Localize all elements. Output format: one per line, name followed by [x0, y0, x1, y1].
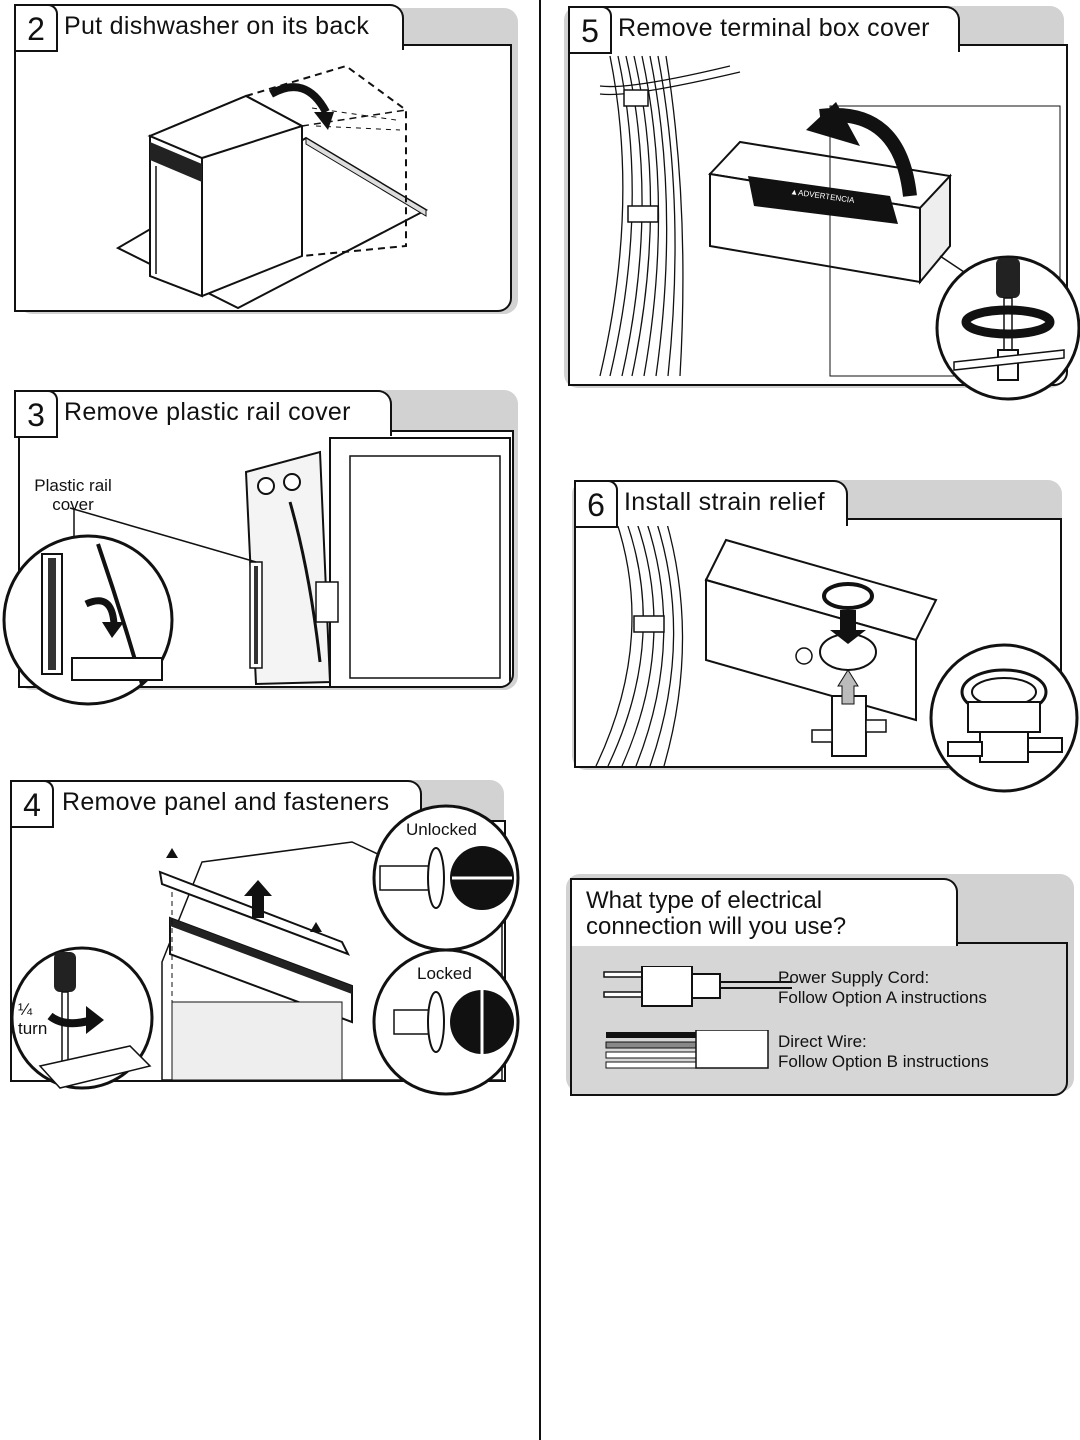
question-header: What type of electrical connection will … [570, 878, 958, 946]
screw-detail-circle [935, 255, 1080, 401]
locked-fastener-circle [372, 948, 520, 1096]
step-3: 3 Remove plastic rail cover Plastic rail… [0, 386, 540, 706]
step-6: 6 Install strain relief [540, 476, 1080, 796]
connection-question: What type of electrical connection will … [560, 870, 1080, 1110]
step-number: 2 [14, 4, 58, 52]
step-title: Remove terminal box cover [618, 14, 930, 42]
strain-relief-illustration [595, 520, 938, 766]
step-number: 5 [568, 6, 612, 54]
option-b-text: Direct Wire: Follow Option B instruction… [778, 1032, 989, 1072]
rail-cover-illustration [69, 437, 511, 686]
locked-label: Locked [417, 964, 472, 983]
option-b-line1: Direct Wire: [778, 1032, 867, 1051]
step-title: Remove panel and fasteners [62, 788, 390, 816]
unlocked-label: Unlocked [406, 820, 477, 839]
step-number: 4 [10, 780, 54, 828]
step-title: Remove plastic rail cover [64, 398, 351, 426]
rail-cover-detail-circle [2, 534, 174, 706]
option-a-line1: Power Supply Cord: [778, 968, 930, 987]
strain-relief-detail-circle [929, 643, 1079, 793]
terminal-box-illustration: ▲ADVERTENCIA ▲AVERTISSEMENT [599, 55, 1061, 377]
screwdriver-detail-circle [10, 946, 154, 1090]
step-4-header: 4 Remove panel and fasteners [10, 780, 422, 828]
step-number: 3 [14, 390, 58, 438]
step-4: 4 Remove panel and fasteners ¼ turn Unlo… [0, 776, 540, 1096]
question-text: What type of electrical connection will … [586, 887, 847, 940]
wires-icon [605, 1030, 769, 1069]
step-title: Put dishwasher on its back [64, 12, 370, 40]
step-2: 2 Put dishwasher on its back [0, 0, 540, 320]
step-5: ▲ADVERTENCIA ▲AVERTISSEMENT 5 Remove ter… [540, 0, 1080, 410]
quarter-turn-label: ¼ turn [18, 1000, 48, 1038]
plug-icon [603, 966, 792, 1007]
option-a-text: Power Supply Cord: Follow Option A instr… [778, 968, 987, 1008]
unlocked-fastener-circle [372, 804, 520, 952]
step-2-header: 2 Put dishwasher on its back [14, 4, 404, 52]
rail-cover-callout: Plastic rail cover [34, 476, 112, 514]
step-5-header: 5 Remove terminal box cover [568, 6, 960, 54]
step-6-header: 6 Install strain relief [574, 480, 848, 528]
option-b-line2: Follow Option B instructions [778, 1052, 989, 1071]
step-number: 6 [574, 480, 618, 528]
step-3-header: 3 Remove plastic rail cover [14, 390, 392, 438]
step-title: Install strain relief [624, 488, 825, 516]
column-divider [539, 0, 541, 1440]
dishwasher-tilt-illustration [115, 64, 429, 310]
step-5-illustration: ▲ADVERTENCIA ▲AVERTISSEMENT [568, 44, 1068, 386]
option-a-line2: Follow Option A instructions [778, 988, 987, 1007]
step-2-illustration [14, 44, 512, 312]
